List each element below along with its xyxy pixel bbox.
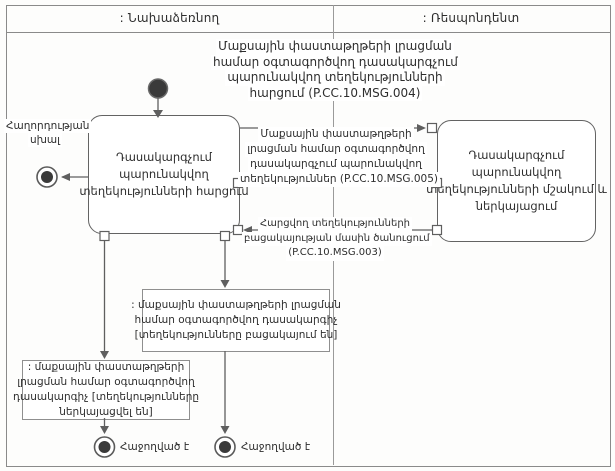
object-node-info-presented: : մաքսային փաստաթղթերի լրացման համար օգտ…	[13, 360, 199, 420]
activity-text-line: Դասակարգչում	[116, 150, 212, 164]
label-line: Մաքսային փաստաթղթերի լրացման	[216, 39, 454, 55]
object-node-info-absent: : մաքսային փաստաթղթերի լրացման համար օգտ…	[131, 289, 341, 352]
error-final-label: Հաղորդության սխալ	[4, 119, 92, 147]
activity-text-line: Դասակարգչում	[468, 148, 565, 162]
diagram-border	[6, 5, 611, 467]
object-text-line: : մաքսային փաստաթղթերի	[27, 361, 185, 373]
activity-text-line: ներկայացում	[475, 199, 558, 213]
label-line: տեղեկություններ (P.CC.10.MSG.005)	[238, 172, 441, 187]
object-text-line: լրացման համար օգտագործվող	[17, 376, 195, 388]
label-line: սխալ	[27, 133, 63, 147]
object-text-line: համար օգտագործվող դասակարգիչ	[134, 314, 338, 326]
swimlane-header-divider	[6, 32, 610, 33]
object-text-line: : մաքսային փաստաթղթերի լրացման	[131, 299, 341, 311]
object-text-line: ներկայացվել են]	[59, 406, 153, 418]
lane-header-respondent: : Ռեսպոնդենտ	[422, 11, 520, 25]
success-label-left: Հաջողված է	[120, 441, 190, 453]
object-text-line: դասակարգիչ [տեղեկությունները	[13, 391, 200, 403]
label-line: Հարցվող տեղեկությունների	[257, 217, 412, 232]
success-label-right: Հաջողված է	[241, 441, 311, 453]
label-line: համար օգտագործվող դասակարգչում	[211, 54, 460, 70]
lane-header-initiator: : Նախաձեռնող	[119, 11, 220, 25]
label-line: Մաքսային փաստաթղթերի	[258, 127, 414, 142]
label-line: (P.CC.10.MSG.003)	[286, 246, 384, 261]
msg005-flow-label: Մաքսային փաստաթղթերի լրացման համար օգտագ…	[238, 127, 441, 187]
msg004-flow-label: Մաքսային փաստաթղթերի լրացման համար օգտագ…	[211, 39, 460, 101]
activity-text-line: տեղեկությունների մշակում և	[426, 182, 607, 196]
activity-node-process-info: Դասակարգչում պարունակվող տեղեկություններ…	[426, 120, 607, 242]
object-text-line: [տեղեկությունները բացակայում են]	[134, 329, 338, 341]
msg003-flow-label: Հարցվող տեղեկությունների բացակայության մ…	[242, 217, 432, 261]
label-line: դասակարգչում պարունակվող	[248, 157, 424, 172]
label-line: պարունակվող տեղեկությունների	[225, 70, 445, 86]
label-line: հարցում (P.CC.10.MSG.004)	[247, 85, 423, 101]
activity-text-line: պարունակվող	[471, 165, 562, 179]
label-line: Հաղորդության	[4, 119, 92, 133]
label-line: բացակայության մասին ծանուցում	[242, 231, 432, 246]
activity-text-line: տեղեկությունների հարցում	[79, 184, 249, 198]
label-line: լրացման համար օգտագործվող	[245, 142, 427, 157]
activity-text-line: պարունակվող	[119, 167, 209, 181]
activity-node-request-info: Դասակարգչում պարունակվող տեղեկություններ…	[79, 115, 249, 234]
